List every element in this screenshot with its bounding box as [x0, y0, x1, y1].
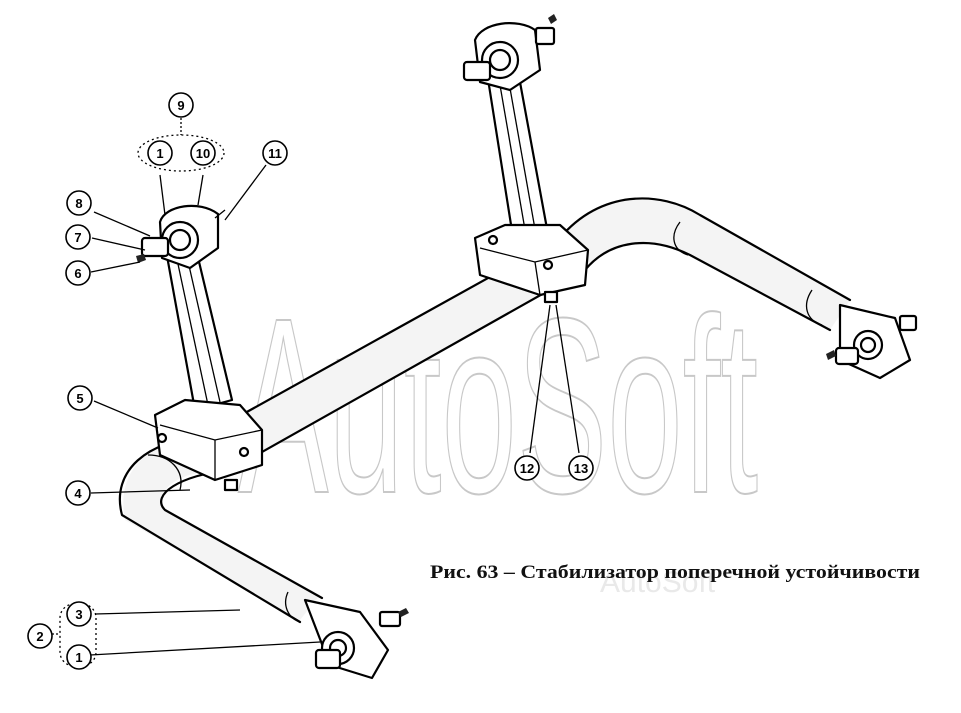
callout-11: 11: [262, 140, 288, 166]
svg-text:11: 11: [268, 146, 282, 161]
left-arm-end-eye: [303, 598, 409, 680]
callout-5: 5: [67, 385, 93, 411]
svg-text:2: 2: [36, 629, 43, 644]
callout-1-lower: 1: [66, 644, 92, 670]
leader-lines: [52, 118, 580, 667]
svg-text:4: 4: [74, 486, 82, 501]
callout-6: 6: [65, 260, 91, 286]
right-arm-end-eye: [826, 303, 918, 380]
callout-8: 8: [66, 190, 92, 216]
svg-text:12: 12: [520, 461, 534, 476]
stabilizer-bar: [118, 197, 852, 624]
callout-1-top: 1: [147, 140, 173, 166]
svg-text:9: 9: [177, 98, 184, 113]
callout-13: 13: [568, 455, 594, 481]
figure-caption: Рис. 63 – Стабилизатор поперечной устойч…: [430, 562, 920, 583]
svg-text:8: 8: [75, 196, 82, 211]
callout-3: 3: [66, 601, 92, 627]
svg-text:6: 6: [74, 266, 81, 281]
watermark-small: AutoSoft: [600, 566, 716, 599]
callout-10: 10: [190, 140, 216, 166]
left-strut: [136, 204, 264, 492]
callout-4: 4: [65, 480, 91, 506]
svg-text:5: 5: [76, 391, 83, 406]
svg-text:13: 13: [574, 461, 588, 476]
right-strut: [462, 14, 590, 304]
svg-text:7: 7: [74, 230, 81, 245]
svg-text:10: 10: [196, 146, 210, 161]
svg-text:1: 1: [156, 146, 163, 161]
callouts: 1 2 3 1 4 5 6 7: [27, 92, 594, 670]
callout-12: 12: [514, 455, 540, 481]
callout-7: 7: [65, 224, 91, 250]
svg-text:1: 1: [75, 650, 82, 665]
svg-text:3: 3: [75, 607, 82, 622]
callout-2: 2: [27, 623, 53, 649]
callout-9: 9: [168, 92, 194, 118]
